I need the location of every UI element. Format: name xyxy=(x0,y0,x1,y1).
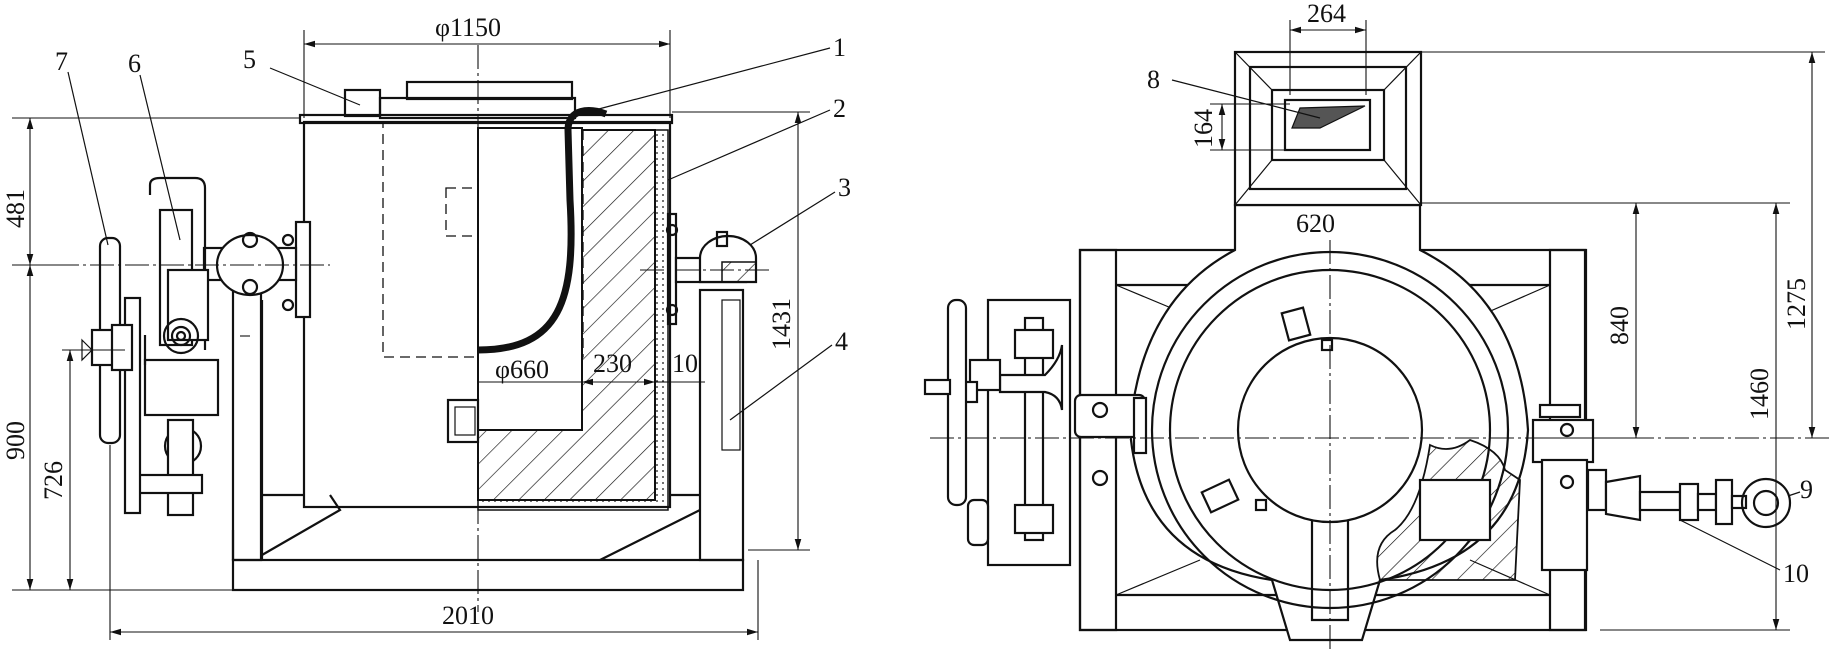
handwheel-front xyxy=(946,298,968,507)
hood xyxy=(1233,50,1423,207)
dim-lining: 230 xyxy=(593,349,632,378)
top-rim xyxy=(298,113,674,125)
label-9: 9 xyxy=(1800,475,1813,504)
left-post xyxy=(231,288,263,562)
label-8: 8 xyxy=(1147,65,1160,94)
dim-height: 1431 xyxy=(767,298,796,350)
label-7: 7 xyxy=(55,47,68,76)
heating-cable xyxy=(477,107,608,354)
right-view: 264 164 620 840 1275 1460 8 9 10 xyxy=(923,0,1830,650)
label-5: 5 xyxy=(243,45,256,74)
spout xyxy=(1291,105,1366,129)
dim-840: 840 xyxy=(1605,306,1634,345)
label-2: 2 xyxy=(833,94,846,123)
dim-1275: 1275 xyxy=(1782,278,1811,330)
label-6: 6 xyxy=(128,49,141,78)
dim-pivot: 900 xyxy=(1,421,30,460)
left-view: φ1150 φ660 230 10 1431 481 900 726 201 xyxy=(1,13,851,640)
label-1: 1 xyxy=(833,33,846,62)
dim-inner-diameter: φ660 xyxy=(495,355,549,384)
dim-spout-width: 264 xyxy=(1307,0,1346,28)
base-frame xyxy=(231,558,745,592)
dim-spout-height: 164 xyxy=(1189,109,1218,148)
label-10: 10 xyxy=(1783,559,1809,588)
label-4: 4 xyxy=(835,327,848,356)
dim-handwheel: 726 xyxy=(39,461,68,500)
dim-width: 2010 xyxy=(442,601,494,630)
dim-outer-diameter: φ1150 xyxy=(435,13,501,42)
dim-1460: 1460 xyxy=(1745,368,1774,420)
label-3: 3 xyxy=(838,173,851,202)
right-post xyxy=(698,288,745,562)
dim-shell: 10 xyxy=(672,349,698,378)
dim-hood: 620 xyxy=(1296,209,1335,238)
dim-top: 481 xyxy=(1,189,30,228)
